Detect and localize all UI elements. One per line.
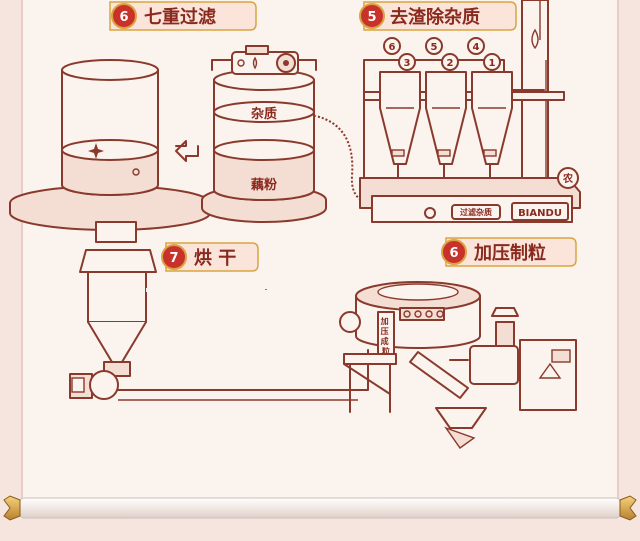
filter-panel-label: 过滤杂质 [460, 207, 492, 217]
cyclone-number-3 [398, 53, 416, 71]
svg-text:4: 4 [473, 42, 480, 53]
brand-label: BIANDU [518, 208, 562, 219]
step-label-dry: 7 烘 干 [161, 242, 259, 272]
step-label-granulate: 6 加压制粒 [441, 237, 577, 267]
cyclone-number-2 [441, 53, 459, 71]
step-label-filter: 6 七重过滤 [109, 1, 257, 31]
step-label-remove-impurities: 5 去渣除杂质 [359, 1, 517, 31]
svg-text:6: 6 [389, 42, 396, 53]
svg-text:1: 1 [489, 58, 496, 69]
cyclone-number-5 [425, 37, 443, 55]
svg-text:5: 5 [431, 42, 438, 53]
settling-tank: 杂质 藕粉 [201, 69, 327, 223]
granulator: 加 压 成 粒 [339, 281, 577, 449]
scroll-rod [3, 495, 637, 521]
arrow-left-icon [175, 140, 199, 162]
impurity-label: 杂质 [251, 106, 277, 122]
cyclone-number-1 [483, 53, 501, 71]
step-num-remove: 5 [367, 10, 376, 25]
rod-end-right [619, 495, 637, 521]
rod-end-left [3, 495, 21, 521]
badge-label: 农 [562, 172, 573, 185]
step-title-filter: 七重过滤 [144, 6, 216, 28]
step-title-dry: 烘 干 [194, 248, 236, 269]
granulator-vertical-label: 加 压 成 粒 [380, 316, 392, 356]
filtration-machine: 过滤杂质 BIANDU 农 6 5 4 3 2 1 [359, 0, 581, 223]
svg-text:3: 3 [404, 58, 411, 69]
step-num-granulate: 6 [449, 246, 458, 261]
svg-text:2: 2 [447, 58, 454, 69]
lotus-powder-label: 藕粉 [250, 177, 277, 193]
step-num-filter: 6 [119, 10, 128, 25]
step-num-dry: 7 [169, 251, 178, 266]
step-title-granulate: 加压制粒 [473, 242, 546, 264]
pump-unit [211, 45, 317, 75]
cyclone-number-4 [467, 37, 485, 55]
cyclone-number-6 [383, 37, 401, 55]
storage-tank [9, 59, 211, 231]
filter-panel [451, 204, 501, 220]
step-title-remove: 去渣除杂质 [390, 6, 480, 28]
